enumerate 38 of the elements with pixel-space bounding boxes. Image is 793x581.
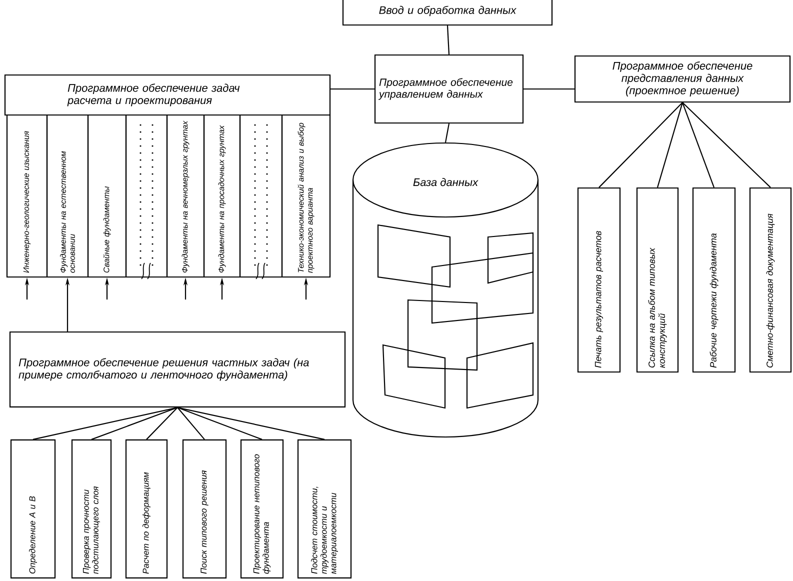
dotted-column xyxy=(239,114,283,278)
dotted-column xyxy=(125,114,168,278)
module-box: Определение A и B xyxy=(10,439,56,579)
connector-line xyxy=(598,102,683,188)
connector-line xyxy=(682,102,715,188)
connector-line xyxy=(656,102,684,188)
connector-line xyxy=(446,26,450,54)
connector-line xyxy=(91,407,178,440)
module-box: Ссылка на альбом типовых конструкций xyxy=(636,187,679,373)
module-box: Технико-экономический анализ и выбор проектного варианта xyxy=(281,114,331,278)
module-box: Свайные фундаменты xyxy=(87,114,127,278)
module-box: Расчет по деформациям xyxy=(125,439,168,579)
process-box: Ввод и обработка данных xyxy=(342,0,553,26)
process-box: Программное обеспечение задач расчета и проектирования xyxy=(4,74,331,116)
connector-line xyxy=(32,407,178,440)
module-box: Рабочие чертежи фундамента xyxy=(692,187,736,373)
module-box: Фундаменты на просадочных грунтах xyxy=(203,114,241,278)
module-box: Поиск типового решения xyxy=(182,439,227,579)
module-box: Фундаменты на естественном основании xyxy=(46,114,89,278)
database-cylinder: База данных xyxy=(352,142,539,438)
module-box: Фундаменты на вечномерзлых грунтах xyxy=(166,114,205,278)
connector-line xyxy=(146,407,178,440)
process-box: Программное обеспечение решения частных задач (на примере столбчатого и ленточного фундамента) xyxy=(9,331,346,408)
connector-line xyxy=(682,102,771,188)
connector-line xyxy=(330,88,374,90)
module-box: Инженерно-геологические изыскания xyxy=(6,114,48,278)
connector-line xyxy=(177,407,205,440)
connector-line xyxy=(524,88,574,90)
connector-line xyxy=(444,123,450,143)
process-box: Программное обеспечение представления данных (проектное решение) xyxy=(574,55,791,103)
module-box: Проверка прочности подстилающего слоя xyxy=(71,439,112,579)
connector-line xyxy=(177,407,262,440)
connector-line xyxy=(177,407,325,440)
module-box: Проектирование нетипового фундамента xyxy=(240,439,284,579)
module-box: Печать результатов расчетов xyxy=(577,187,621,373)
process-box: Программное обеспечение управлением данных xyxy=(374,54,524,124)
module-box: Сметно-финансовая документация xyxy=(749,187,792,373)
module-box: Подсчет стоимости, трудоемкости и материалоемкости xyxy=(297,439,352,579)
